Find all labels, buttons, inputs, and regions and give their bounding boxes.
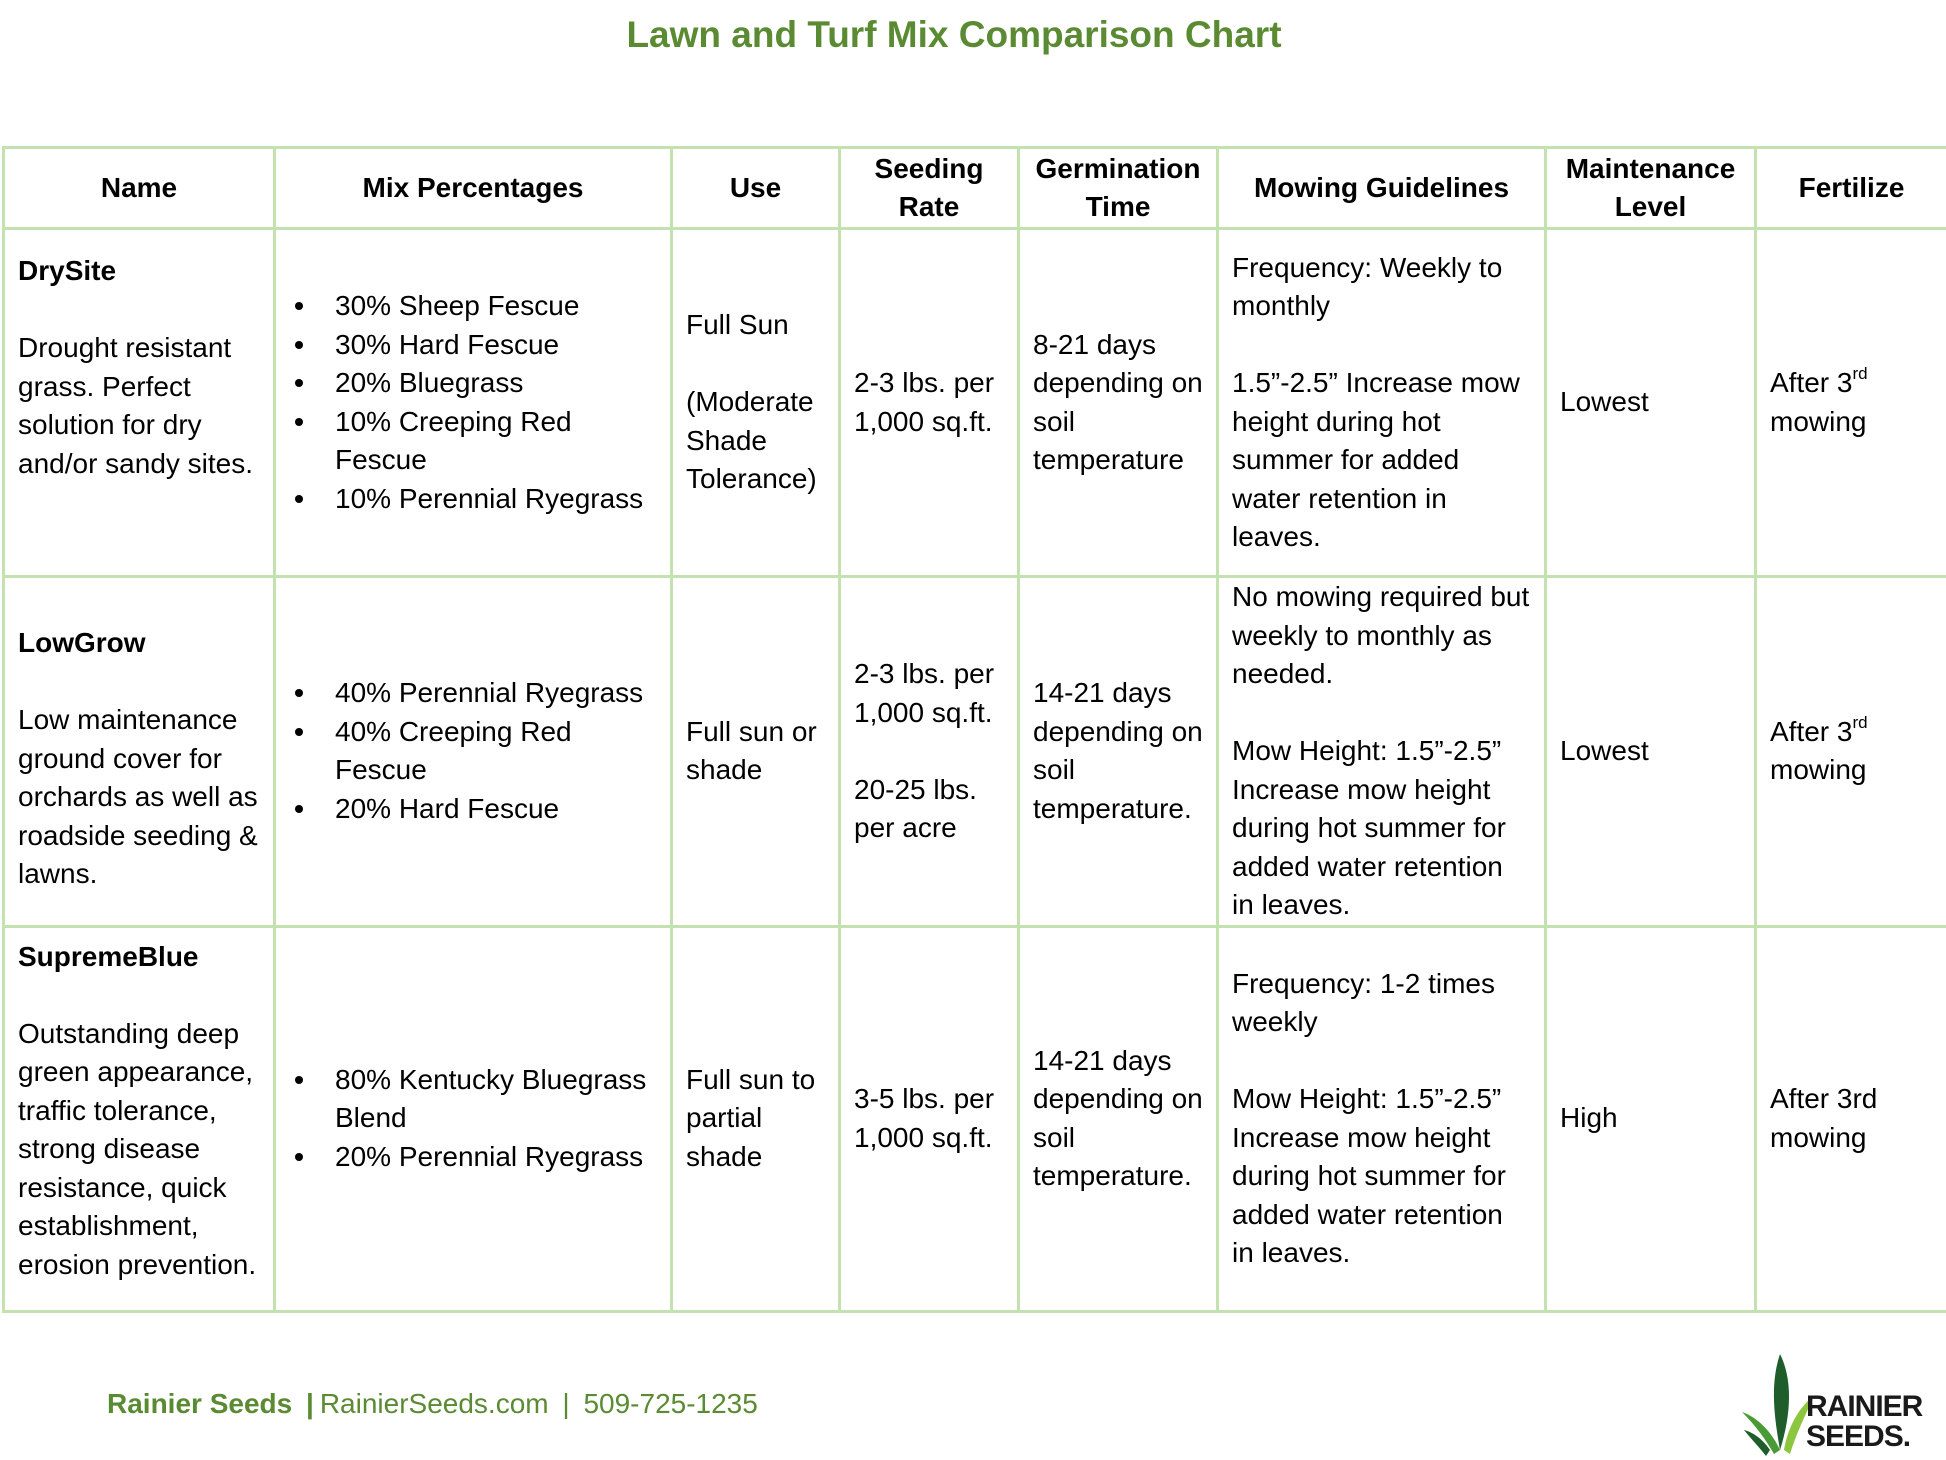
mix-percentage-list: 40% Perennial Ryegrass 40% Creeping Red … — [289, 674, 657, 828]
mix-percentage-item: 20% Perennial Ryegrass — [295, 1138, 657, 1177]
mix-percentage-item: 10% Creeping Red Fescue — [295, 403, 657, 480]
header-name: Name — [2, 146, 276, 230]
cell-mix-percentages: 30% Sheep Fescue 30% Hard Fescue 20% Blu… — [273, 227, 673, 578]
header-mix-percentages: Mix Percentages — [273, 146, 673, 230]
cell-seeding-rate: 2-3 lbs. per 1,000 sq.ft. — [838, 227, 1020, 578]
cell-seeding-rate: 3-5 lbs. per 1,000 sq.ft. — [838, 924, 1020, 1313]
footer-website-link[interactable]: RainierSeeds.com — [319, 1388, 549, 1419]
table-row: LowGrow Low maintenance ground cover for… — [2, 575, 1946, 928]
footer-brand: Rainier Seeds — [107, 1388, 293, 1419]
table-row: SupremeBlue Outstanding deep green appea… — [2, 924, 1946, 1313]
header-fertilize: Fertilize — [1754, 146, 1946, 230]
cell-name: DrySite Drought resistant grass. Perfect… — [2, 227, 276, 578]
logo-text-seeds: SEEDS. — [1806, 1420, 1911, 1453]
cell-use: Full Sun (Moderate Shade Tolerance) — [670, 227, 841, 578]
mix-percentage-list: 30% Sheep Fescue 30% Hard Fescue 20% Blu… — [289, 287, 657, 518]
cell-maintenance-level: Lowest — [1544, 575, 1757, 928]
cell-mix-percentages: 80% Kentucky Bluegrass Blend 20% Perenni… — [273, 924, 673, 1313]
mix-description: Drought resistant grass. Perfect solutio… — [18, 332, 254, 479]
cell-maintenance-level: Lowest — [1544, 227, 1757, 578]
table-row: DrySite Drought resistant grass. Perfect… — [2, 227, 1946, 578]
cell-mowing-guidelines: Frequency: 1-2 times weekly Mow Height: … — [1216, 924, 1547, 1313]
mix-name: LowGrow — [18, 627, 146, 658]
cell-germination-time: 14-21 days depending on soil temperature… — [1017, 924, 1219, 1313]
rainier-seeds-logo: RAINIER SEEDS. — [1740, 1350, 1940, 1458]
mix-percentage-item: 30% Hard Fescue — [295, 326, 657, 365]
mix-percentage-item: 20% Hard Fescue — [295, 790, 657, 829]
cell-fertilize: After 3rd mowing — [1754, 575, 1946, 928]
logo-text-rainier: RAINIER — [1806, 1390, 1923, 1423]
header-use: Use — [670, 146, 841, 230]
cell-mix-percentages: 40% Perennial Ryegrass 40% Creeping Red … — [273, 575, 673, 928]
cell-fertilize: After 3rd mowing — [1754, 227, 1946, 578]
mix-percentage-list: 80% Kentucky Bluegrass Blend 20% Perenni… — [289, 1061, 657, 1177]
page-title: Lawn and Turf Mix Comparison Chart — [626, 14, 1282, 55]
mix-description: Outstanding deep green appearance, traff… — [18, 1017, 257, 1280]
cell-name: LowGrow Low maintenance ground cover for… — [2, 575, 276, 928]
mix-percentage-item: 40% Creeping Red Fescue — [295, 713, 657, 790]
cell-use: Full sun or shade — [670, 575, 841, 928]
mix-percentage-item: 10% Perennial Ryegrass — [295, 480, 657, 519]
mix-name: DrySite — [18, 255, 117, 286]
cell-seeding-rate: 2-3 lbs. per 1,000 sq.ft. 20-25 lbs. per… — [838, 575, 1020, 928]
mix-name: SupremeBlue — [18, 940, 199, 972]
mix-percentage-item: 30% Sheep Fescue — [295, 287, 657, 326]
cell-maintenance-level: High — [1544, 924, 1757, 1313]
cell-mowing-guidelines: No mowing required but weekly to monthly… — [1216, 575, 1547, 928]
cell-germination-time: 14-21 days depending on soil temperature… — [1017, 575, 1219, 928]
mix-percentage-item: 20% Bluegrass — [295, 364, 657, 403]
footer-contact: Rainier Seeds |RainierSeeds.com | 509-72… — [107, 1388, 758, 1420]
mix-percentage-item: 80% Kentucky Bluegrass Blend — [295, 1061, 657, 1138]
mix-description: Low maintenance ground cover for orchard… — [18, 704, 258, 889]
leaf-sprout-icon — [1742, 1354, 1814, 1456]
footer-separator: | — [305, 1388, 314, 1419]
footer-phone: 509-725-1235 — [583, 1388, 758, 1419]
cell-fertilize: After 3rd mowing — [1754, 924, 1946, 1313]
footer-separator: | — [562, 1388, 570, 1419]
mix-percentage-item: 40% Perennial Ryegrass — [295, 674, 657, 713]
header-mowing-guidelines: Mowing Guidelines — [1216, 146, 1547, 230]
cell-mowing-guidelines: Frequency: Weekly to monthly 1.5”-2.5” I… — [1216, 227, 1547, 578]
cell-name: SupremeBlue Outstanding deep green appea… — [2, 924, 276, 1313]
cell-germination-time: 8-21 days depending on soil temperature — [1017, 227, 1219, 578]
cell-use: Full sun to partial shade — [670, 924, 841, 1313]
